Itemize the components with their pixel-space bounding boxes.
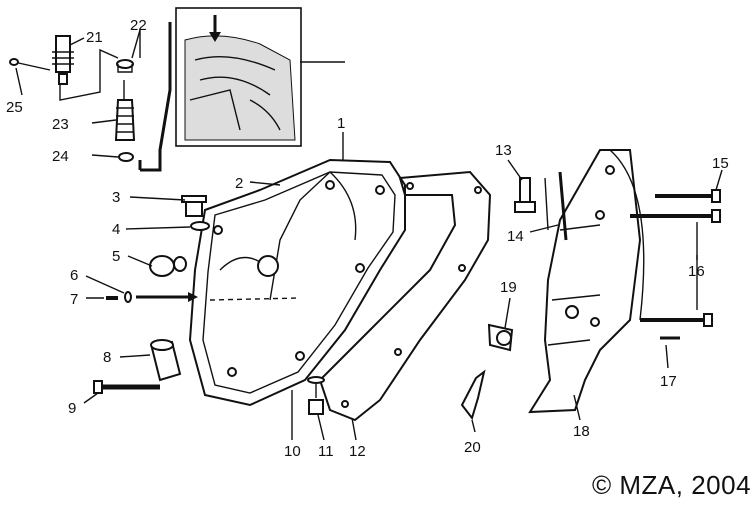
inset-connector xyxy=(138,22,172,172)
main-cover xyxy=(188,158,406,407)
inset-detail-view xyxy=(175,7,345,147)
callout-20: 20 xyxy=(464,439,481,456)
callout-17: 17 xyxy=(660,373,677,390)
callout-23: 23 xyxy=(52,116,69,133)
callout-22: 22 xyxy=(130,17,147,34)
leader-lines xyxy=(15,29,723,441)
copyright-notice: © MZA, 2004 xyxy=(592,470,750,500)
callout-11: 11 xyxy=(318,443,334,460)
callout-5: 5 xyxy=(112,248,120,265)
callout-21: 21 xyxy=(86,29,103,46)
callout-24: 24 xyxy=(52,148,69,165)
callout-1: 1 xyxy=(337,115,345,132)
callout-10: 10 xyxy=(284,443,301,460)
callout-12: 12 xyxy=(349,443,366,460)
callout-2: 2 xyxy=(235,175,243,192)
bottom-parts xyxy=(307,376,325,415)
callout-9: 9 xyxy=(68,400,76,417)
callout-15: 15 xyxy=(712,155,729,172)
callout-13: 13 xyxy=(495,142,512,159)
callout-19: 19 xyxy=(500,279,517,296)
callout-16: 16 xyxy=(688,263,705,280)
spark-plug-assembly xyxy=(9,30,141,162)
small-parts-right xyxy=(460,171,568,421)
callout-8: 8 xyxy=(103,349,111,366)
callout-14: 14 xyxy=(507,228,524,245)
callout-25: 25 xyxy=(6,99,23,116)
callout-4: 4 xyxy=(112,221,120,238)
right-cover xyxy=(528,149,645,414)
cover-screws xyxy=(630,189,721,340)
callout-6: 6 xyxy=(70,267,78,284)
callout-7: 7 xyxy=(70,291,78,308)
gasket xyxy=(318,170,492,422)
callout-18: 18 xyxy=(573,423,590,440)
callout-3: 3 xyxy=(112,189,120,206)
